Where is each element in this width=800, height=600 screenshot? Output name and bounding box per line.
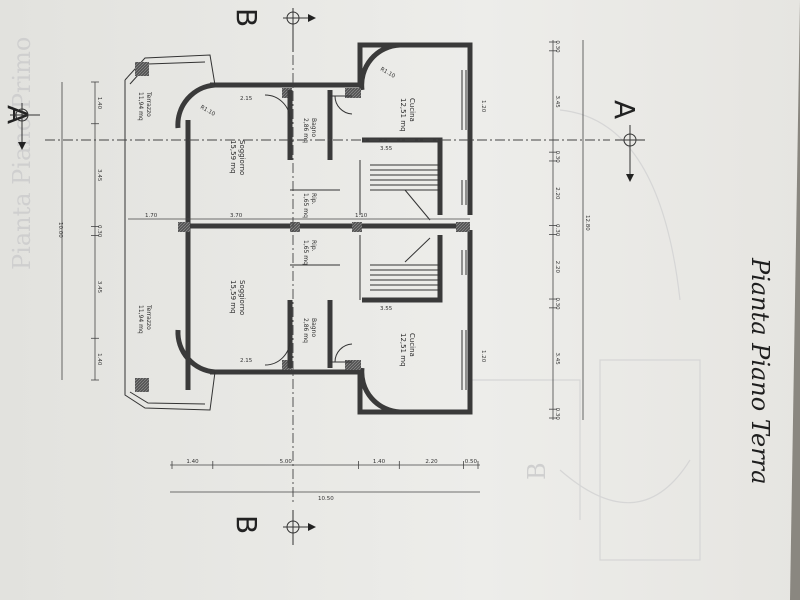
room-bagno-bottom: Bagno 2,86 mq <box>302 318 317 343</box>
svg-text:Cucina: Cucina <box>408 98 416 122</box>
windows <box>240 70 467 390</box>
building-walls <box>124 42 473 415</box>
svg-text:1,65 mq: 1,65 mq <box>302 193 309 218</box>
room-cucina-top: Cucina 12,51 mq <box>399 98 416 132</box>
room-rip-bottom: Rip. 1,65 mq <box>302 240 317 265</box>
dimension-chain-right: 0.30 3.45 0.30 2.20 0.30 2.20 0.30 3.45 0.30 12.… <box>549 40 590 420</box>
dimension-label: 1.40 <box>373 459 386 465</box>
svg-text:Rip.: Rip. <box>310 193 317 205</box>
dimension-label: 1.40 <box>186 459 199 465</box>
dimension-chain-bottom: 1.40 5.00 1.40 2.20 0.50 10.50 <box>170 459 480 502</box>
room-soggiorno-top: Soggiorno 15,59 mq <box>229 140 246 175</box>
svg-text:12.80: 12.80 <box>584 215 590 231</box>
svg-text:2.15: 2.15 <box>240 358 253 364</box>
svg-text:Bagno: Bagno <box>310 318 317 337</box>
svg-text:11,94 mq: 11,94 mq <box>137 92 144 121</box>
ghost-upper-floor: Pianta Piano Primo B <box>8 37 701 561</box>
dimension-label: 3.45 <box>554 95 560 108</box>
svg-text:Cucina: Cucina <box>408 333 416 357</box>
room-rip-top: Rip. 1,65 mq <box>302 193 317 218</box>
svg-text:B: B <box>523 462 551 480</box>
svg-text:3.70: 3.70 <box>230 213 243 219</box>
room-cucina-bottom: Cucina 12,51 mq <box>399 333 416 367</box>
drawing-title: Pianta Piano Terra <box>746 257 774 484</box>
svg-text:Terrazzo: Terrazzo <box>145 91 152 117</box>
room-terrazzo-top: Terrazzo 11,94 mq <box>137 91 152 121</box>
svg-text:1.10: 1.10 <box>355 213 368 219</box>
svg-text:Rip.: Rip. <box>310 240 317 252</box>
dimension-label: 1.40 <box>96 97 102 110</box>
dimension-label: 0.30 <box>554 151 560 164</box>
svg-text:2,86 mq: 2,86 mq <box>302 118 309 143</box>
column-hatches <box>135 62 470 392</box>
svg-text:Soggiorno: Soggiorno <box>238 140 246 175</box>
section-marker-b-top: B <box>230 8 316 52</box>
svg-text:3.55: 3.55 <box>380 146 393 152</box>
dimension-label: 3.45 <box>554 353 560 366</box>
ghost-title: Pianta Piano Primo <box>8 37 36 270</box>
section-marker-b-bottom: B <box>230 510 316 545</box>
svg-text:2.15: 2.15 <box>240 96 253 102</box>
section-lines <box>45 55 610 505</box>
dimension-label: 0.30 <box>554 40 560 53</box>
room-labels: Cucina 12,51 mq Cucina 12,51 mq Soggiorn… <box>137 91 416 367</box>
dimension-label: 0.30 <box>554 224 560 237</box>
room-terrazzo-bottom: Terrazzo 11,94 mq <box>137 304 152 334</box>
section-marker-a-right: A <box>608 100 645 182</box>
section-marker-a-left: A <box>1 103 40 150</box>
door-swings <box>264 94 353 366</box>
dimension-label: 0.50 <box>465 459 478 465</box>
svg-text:B: B <box>230 515 263 534</box>
svg-text:11,94 mq: 11,94 mq <box>137 305 144 334</box>
dimension-label: 3.45 <box>96 281 102 294</box>
svg-text:12,51 mq: 12,51 mq <box>399 98 407 132</box>
svg-text:10.00: 10.00 <box>57 222 63 238</box>
svg-text:15,59 mq: 15,59 mq <box>229 280 237 314</box>
svg-text:1.70: 1.70 <box>145 213 158 219</box>
svg-text:3.55: 3.55 <box>380 306 393 312</box>
dimension-chain-left: 1.40 3.45 0.30 3.45 1.40 10.00 <box>57 81 102 381</box>
svg-text:2,86 mq: 2,86 mq <box>302 318 309 343</box>
svg-text:1.20: 1.20 <box>480 100 486 113</box>
room-bagno-top: Bagno 2,86 mq <box>302 118 317 143</box>
svg-text:A: A <box>608 100 641 119</box>
svg-text:1,65 mq: 1,65 mq <box>302 240 309 265</box>
svg-text:15,59 mq: 15,59 mq <box>229 140 237 174</box>
dimension-label: 2.20 <box>554 261 560 274</box>
svg-text:10.50: 10.50 <box>318 496 334 502</box>
svg-text:12,51 mq: 12,51 mq <box>399 333 407 367</box>
svg-text:Bagno: Bagno <box>310 118 317 137</box>
dimension-label: 2.20 <box>554 187 560 200</box>
dimension-label: 0.30 <box>554 408 560 421</box>
dimension-label: 2.20 <box>425 459 438 465</box>
room-soggiorno-bottom: Soggiorno 15,59 mq <box>229 280 246 315</box>
dimension-label: 0.30 <box>554 297 560 310</box>
stairs <box>370 164 440 291</box>
svg-text:B: B <box>230 8 263 27</box>
svg-text:Soggiorno: Soggiorno <box>238 280 246 315</box>
dimension-label: 1.40 <box>96 353 102 366</box>
svg-text:Terrazzo: Terrazzo <box>145 304 152 330</box>
dimension-label: 3.45 <box>96 169 102 182</box>
dimension-label: 5.00 <box>280 459 293 465</box>
svg-text:1.20: 1.20 <box>480 350 486 363</box>
dimension-label: 0.30 <box>96 225 102 238</box>
